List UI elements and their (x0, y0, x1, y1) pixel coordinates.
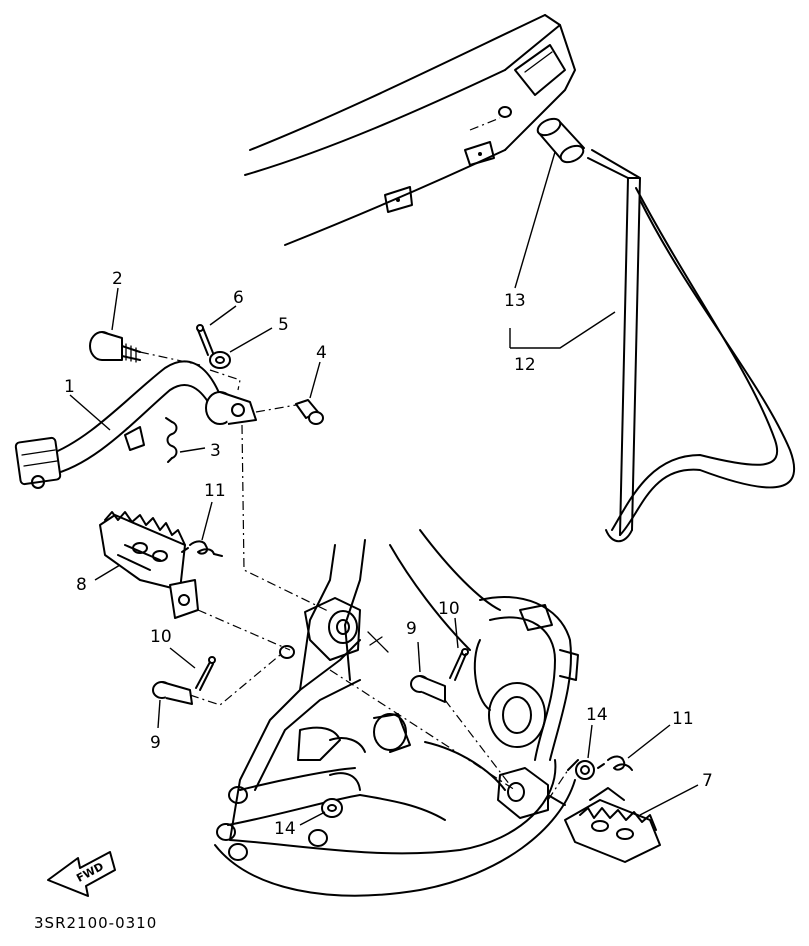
washer-14-right (567, 759, 595, 780)
callout-labels: 1 2 3 4 5 6 7 8 9 9 10 10 11 11 12 13 14… (64, 269, 713, 839)
center-lines (139, 351, 569, 801)
callout-11-right: 11 (672, 709, 694, 729)
callout-14-lower: 14 (274, 819, 296, 839)
callout-2: 2 (112, 269, 123, 289)
callout-12: 12 (514, 355, 536, 375)
cotter-pin-6 (196, 324, 214, 356)
rear-frame (244, 14, 576, 246)
leader-lines (69, 151, 699, 826)
footrest-8 (99, 511, 199, 619)
bolt-4 (295, 399, 324, 425)
callout-6: 6 (233, 288, 244, 308)
pin-9-left (152, 681, 193, 705)
callout-9-right: 9 (406, 619, 417, 639)
fwd-arrow-icon: FWD (47, 851, 116, 897)
callout-10-right: 10 (438, 599, 460, 619)
washer-5 (209, 351, 231, 369)
callout-5: 5 (278, 315, 289, 335)
callout-9-left: 9 (150, 733, 161, 753)
drawing-code: 3SR2100-0310 (34, 914, 157, 932)
callout-4: 4 (316, 343, 327, 363)
callout-10-left: 10 (150, 627, 172, 647)
callout-13: 13 (504, 291, 526, 311)
spring-11-right (597, 755, 633, 771)
bolt-2 (89, 331, 141, 363)
collar-13 (536, 117, 585, 164)
callout-1: 1 (64, 377, 75, 397)
washer-14-lower (321, 798, 343, 818)
callout-14-right: 14 (586, 705, 608, 725)
callout-3: 3 (210, 441, 221, 461)
cotter-pin-10-right (449, 648, 469, 681)
callout-11-upper: 11 (204, 481, 226, 501)
callout-8: 8 (76, 575, 87, 595)
main-frame (214, 529, 579, 897)
footrest-7 (564, 787, 661, 863)
callout-7: 7 (702, 771, 713, 791)
pin-9-right (410, 675, 446, 703)
cotter-pin-10-left (195, 656, 216, 691)
spring-3 (165, 417, 178, 463)
spring-11-upper (181, 540, 223, 557)
side-stand-12 (587, 149, 796, 543)
shift-pedal-1 (14, 360, 257, 489)
